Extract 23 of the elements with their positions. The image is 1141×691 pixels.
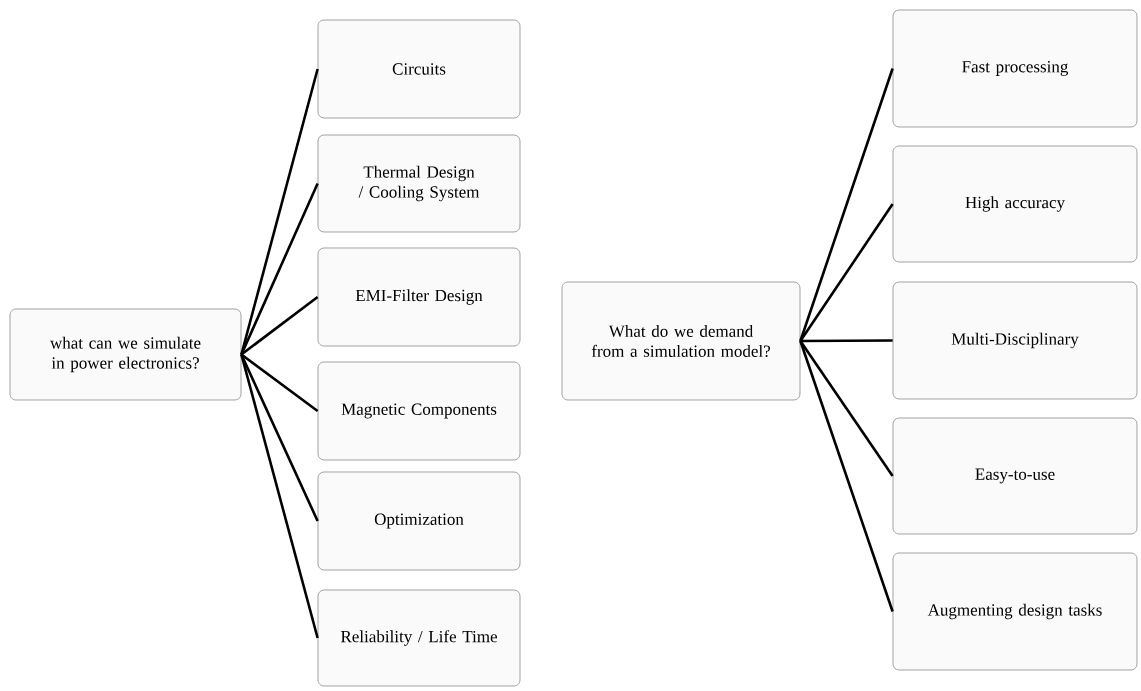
topic-box: Magnetic Components (317, 361, 521, 461)
connector-line (240, 354, 319, 639)
connector-line (799, 340, 894, 612)
connector-line (799, 203, 894, 342)
question-box: what can we simulate in power electronics? (9, 308, 242, 401)
topic-box: Reliability / Life Time (317, 589, 521, 687)
topic-box: EMI-Filter Design (317, 247, 521, 347)
topic-box: High accuracy (892, 145, 1138, 263)
connector-line (799, 68, 894, 342)
connector-line (240, 295, 319, 356)
topic-box: Multi-Disciplinary (892, 281, 1138, 400)
topic-box: Fast processing (892, 9, 1138, 128)
topic-box: Augmenting design tasks (892, 552, 1138, 671)
connector-line (240, 182, 319, 356)
connector-line (240, 353, 319, 522)
connector-line (240, 353, 319, 413)
topic-box: Thermal Design / Cooling System (317, 134, 521, 233)
topic-box: Optimization (317, 471, 521, 571)
topic-box: Circuits (317, 19, 521, 119)
question-box: What do we demand from a simulation model? (561, 281, 801, 401)
connector-line (800, 339, 893, 343)
topic-box: Easy-to-use (892, 417, 1138, 535)
connector-line (799, 340, 894, 477)
